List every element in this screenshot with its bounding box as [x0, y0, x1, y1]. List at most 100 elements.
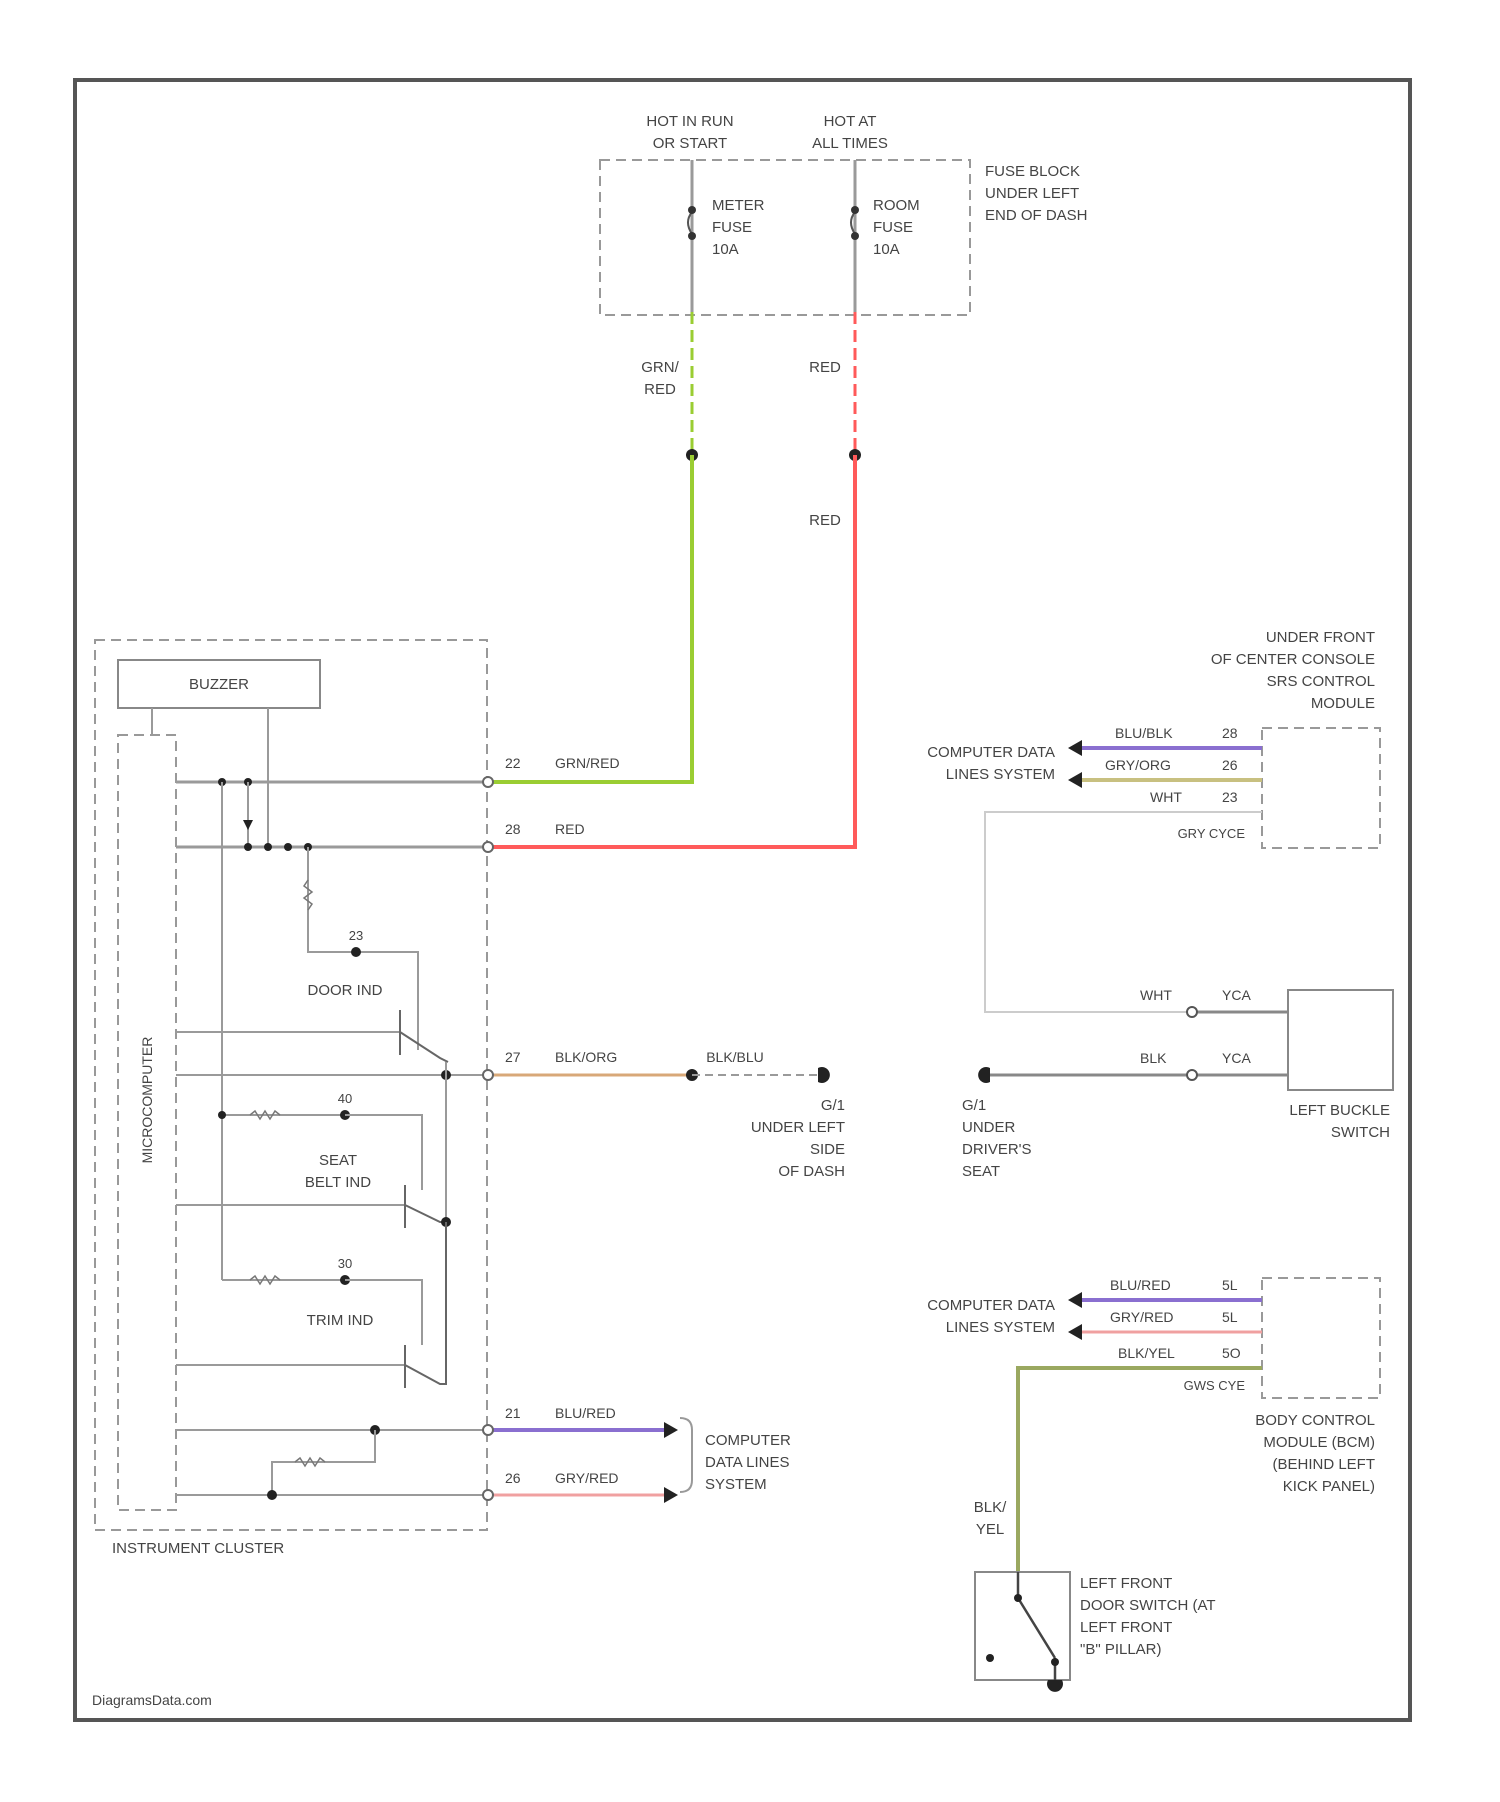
fuse-block: HOT IN RUN OR START HOT AT ALL TIMES FUS…	[600, 113, 1088, 315]
bcm-p3-label: 5O	[1222, 1345, 1241, 1361]
srs-data-label-1: COMPUTER DATA	[927, 744, 1055, 761]
fuse-block-location-1: FUSE BLOCK	[985, 163, 1080, 180]
pin-28-wire-label: RED	[555, 821, 585, 837]
ground-left-label-2: UNDER LEFT	[751, 1119, 845, 1136]
pin-27-label: 27	[505, 1049, 521, 1065]
bcm-p1-label: 5L	[1222, 1277, 1238, 1293]
door-switch-label-2: DOOR SWITCH (AT	[1080, 1597, 1216, 1614]
door-switch: BLK/ YEL LEFT FRONT DOOR SWITCH (AT LEFT…	[974, 1499, 1216, 1692]
srs-location-4: MODULE	[1311, 695, 1375, 712]
room-fuse-label-2: FUSE	[873, 219, 913, 236]
red-upper-label: RED	[809, 359, 841, 376]
door-switch-wire-1: BLK/	[974, 1499, 1007, 1516]
grn-red-label-2: RED	[644, 381, 676, 398]
cluster-data-bracket	[680, 1418, 692, 1492]
ground-right-label-2: UNDER	[962, 1119, 1016, 1136]
bcm-label-2: MODULE (BCM)	[1263, 1434, 1375, 1451]
pin-22-wire-label: GRN/RED	[555, 755, 620, 771]
ground-right-label-4: SEAT	[962, 1163, 1000, 1180]
door-switch-label-1: LEFT FRONT	[1080, 1575, 1172, 1592]
instrument-cluster-label: INSTRUMENT CLUSTER	[112, 1540, 284, 1557]
bcm-connector-label: GWS CYE	[1184, 1378, 1246, 1393]
cluster-data-arrow-2-icon	[664, 1487, 678, 1503]
door-ind-transistor-icon	[400, 1010, 448, 1062]
ground-right-label-1: G/1	[962, 1097, 986, 1114]
pin-22-label: 22	[505, 755, 521, 771]
srs-location-2: OF CENTER CONSOLE	[1211, 651, 1375, 668]
pin-40-label: 40	[338, 1091, 352, 1106]
srs-arrow-1-icon	[1068, 740, 1082, 756]
cluster-data-label-2: DATA LINES	[705, 1454, 789, 1471]
pin-26-wire-label: GRY/RED	[555, 1470, 619, 1486]
pin-21-label: 21	[505, 1405, 521, 1421]
pin-30-label: 30	[338, 1256, 352, 1271]
trim-transistor-icon	[405, 1222, 446, 1388]
fuse-block-location-2: UNDER LEFT	[985, 185, 1079, 202]
grn-red-label-1: GRN/	[641, 359, 679, 376]
power-wires: GRN/ RED RED RED 22 GRN/RED 28 RED	[488, 312, 861, 847]
pin-23-label: 23	[349, 928, 363, 943]
ground-right-label-3: DRIVER'S	[962, 1141, 1032, 1158]
bcm-box	[1262, 1278, 1380, 1398]
bcm-label-3: (BEHIND LEFT	[1272, 1456, 1375, 1473]
buckle-label-2: SWITCH	[1331, 1124, 1390, 1141]
door-ind-label: DOOR IND	[308, 982, 383, 999]
door-switch-icon	[1018, 1572, 1055, 1680]
buckle-c2-label: YCA	[1222, 1050, 1251, 1066]
microcomputer-label: MICROCOMPUTER	[139, 1037, 155, 1164]
cluster-data-lines: 21 BLU/RED 26 GRY/RED COMPUTER DATA LINE…	[488, 1405, 791, 1503]
ground-right-icon	[978, 1067, 990, 1083]
seat-belt-transistor-icon	[405, 1185, 446, 1228]
fuse-block-location-3: END OF DASH	[985, 207, 1088, 224]
buckle-blk-label: BLK	[1140, 1050, 1167, 1066]
or-start-label: OR START	[653, 135, 727, 152]
hot-in-run-label: HOT IN RUN	[646, 113, 733, 130]
meter-fuse-label-1: METER	[712, 197, 765, 214]
room-fuse-label-1: ROOM	[873, 197, 920, 214]
buckle-switch-box	[1288, 990, 1393, 1090]
red-lower-label: RED	[809, 512, 841, 529]
door-switch-ground-icon	[1047, 1680, 1063, 1692]
bcm-label-4: KICK PANEL)	[1283, 1478, 1375, 1495]
instrument-cluster: BUZZER MICROCOMPUTER 23 DOOR IND	[95, 640, 488, 1557]
srs-location-1: UNDER FRONT	[1266, 629, 1375, 646]
seat-belt-ind-label-1: SEAT	[319, 1152, 357, 1169]
bcm-data-label-1: COMPUTER DATA	[927, 1297, 1055, 1314]
bcm-label-1: BODY CONTROL	[1255, 1412, 1375, 1429]
meter-fuse-label-2: FUSE	[712, 219, 752, 236]
ground-left-icon	[818, 1067, 830, 1083]
trim-ind-label: TRIM IND	[307, 1312, 374, 1329]
cluster-data-arrow-1-icon	[664, 1422, 678, 1438]
bcm-w1-label: BLU/RED	[1110, 1277, 1171, 1293]
room-fuse-label-3: 10A	[873, 241, 900, 258]
srs-w3-label: WHT	[1150, 789, 1182, 805]
bcm-arrow-2-icon	[1068, 1324, 1082, 1340]
fuse-block-box	[600, 160, 970, 315]
pin-26-label: 26	[505, 1470, 521, 1486]
srs-module: UNDER FRONT OF CENTER CONSOLE SRS CONTRO…	[927, 629, 1380, 1012]
left-buckle-switch: WHT YCA BLK YCA LEFT BUCKLE SWITCH	[1140, 987, 1393, 1141]
srs-location-3: SRS CONTROL	[1267, 673, 1375, 690]
bcm-data-label-2: LINES SYSTEM	[946, 1319, 1055, 1336]
buckle-label-1: LEFT BUCKLE	[1289, 1102, 1390, 1119]
meter-fuse-label-3: 10A	[712, 241, 739, 258]
ground-left-label-4: OF DASH	[778, 1163, 845, 1180]
watermark: DiagramsData.com	[92, 1692, 212, 1708]
hot-at-label: HOT AT	[824, 113, 877, 130]
pin-21-wire-label: BLU/RED	[555, 1405, 616, 1421]
cluster-data-label-1: COMPUTER	[705, 1432, 791, 1449]
srs-arrow-2-icon	[1068, 772, 1082, 788]
bcm-arrow-1-icon	[1068, 1292, 1082, 1308]
buckle-c1-label: YCA	[1222, 987, 1251, 1003]
seat-belt-ind-label-2: BELT IND	[305, 1174, 371, 1191]
bcm-w3-label: BLK/YEL	[1118, 1345, 1175, 1361]
pin-27-wire-label: BLK/ORG	[555, 1049, 617, 1065]
srs-data-label-2: LINES SYSTEM	[946, 766, 1055, 783]
buzzer-label: BUZZER	[189, 676, 249, 693]
blk-blu-label: BLK/BLU	[706, 1049, 764, 1065]
cluster-data-label-3: SYSTEM	[705, 1476, 767, 1493]
buckle-wht-label: WHT	[1140, 987, 1172, 1003]
ground-left-label-3: SIDE	[810, 1141, 845, 1158]
door-switch-label-4: "B" PILLAR)	[1080, 1641, 1162, 1658]
ground-circuit: 27 BLK/ORG BLK/BLU G/1 UNDER LEFT SIDE O…	[488, 1049, 1190, 1180]
